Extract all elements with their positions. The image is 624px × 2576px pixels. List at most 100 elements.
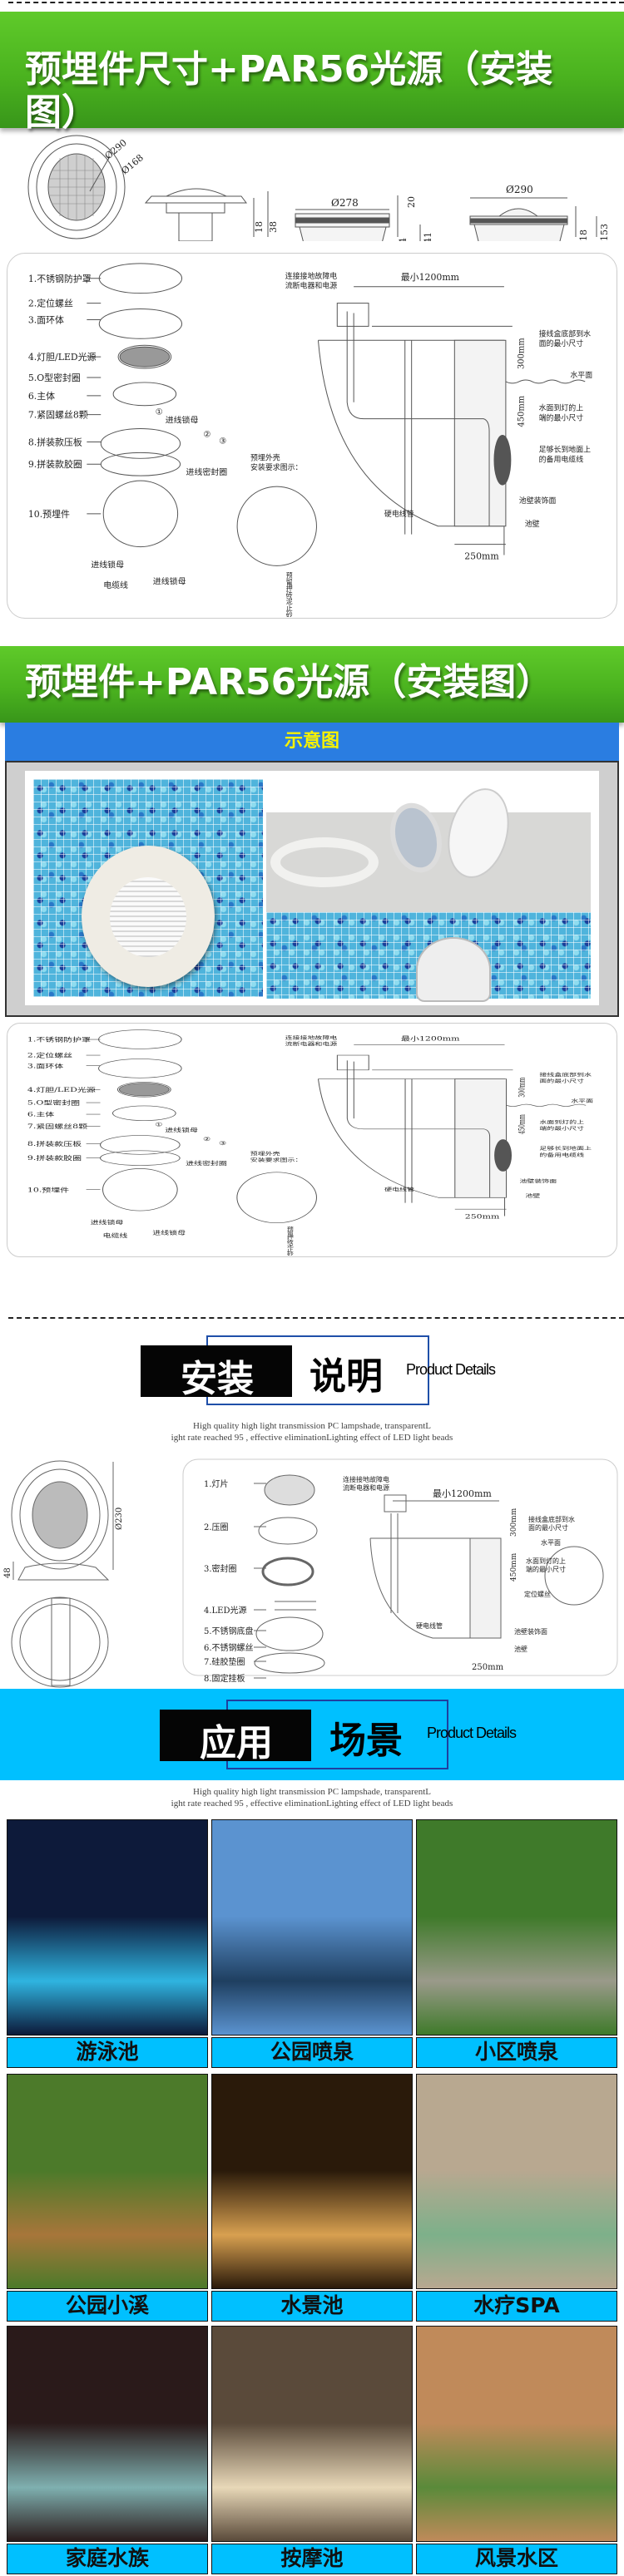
dim-label: 最小1200mm: [433, 1488, 492, 1499]
note: 连接接地故障电: [285, 271, 338, 281]
note: 流断电器和电源: [285, 281, 338, 291]
header-title: 预埋件尺寸+PAR56光源（安装图）: [25, 48, 553, 134]
note: 的备用电缆线: [539, 1152, 584, 1158]
niche-ring-icon: [270, 837, 379, 887]
note: 连接接地故障电: [343, 1475, 389, 1483]
scene-photo: [211, 2074, 413, 2289]
dimension-drawings: Ø290 Ø168 18 38 Ø278 20 14 141 Ø290 18 1…: [27, 135, 610, 241]
part-label: 8.固定挂板: [204, 1673, 245, 1684]
note: 流断电器和电源: [285, 1041, 338, 1048]
lock-nut-label: 进线锁母: [166, 415, 199, 426]
note: 池壁装饰面: [519, 1177, 557, 1184]
scene-label: 游泳池: [7, 2037, 208, 2068]
part-label: 6.主体: [28, 390, 55, 402]
dim-label: 38: [268, 221, 279, 233]
housing-icon: [416, 937, 491, 1002]
installation-drawing: 1.不锈钢防护罩2.定位螺丝3.面环体4.灯胆/LED光源5.O型密封圈6.主体…: [27, 1029, 594, 1269]
note: 预留押砖泥止砂位止位: [285, 570, 293, 617]
desc-line: ight rate reached 95 , effective elimina…: [171, 1799, 453, 1809]
dimension-label: 250mm: [464, 550, 499, 561]
dim-label: 141: [423, 232, 433, 241]
part-label: 9.拼装款胶圈: [28, 458, 82, 470]
part-label: 4.LED光源: [204, 1605, 247, 1616]
seal-label: 进线密封圈: [186, 1160, 227, 1167]
exploded-view: [86, 1029, 587, 1224]
dim-label: Ø168: [120, 152, 146, 176]
note: 池壁装饰面: [519, 496, 557, 506]
product-drawings: Ø230 48 1.灯片2.压圈3.密封圈4.LED光源5.不锈钢底盘6.不锈钢…: [3, 1458, 618, 1688]
part-label: 3.面环体: [28, 313, 64, 325]
title-sub: Product Details: [427, 1725, 517, 1741]
note: 足够长到地面上: [539, 444, 592, 454]
number-marker: ①: [156, 408, 163, 417]
dimension-label: 最小1200mm: [401, 1035, 460, 1042]
pool-light-icon: [82, 846, 215, 987]
dim-label: 300mm: [510, 1508, 518, 1537]
dim-label: Ø290: [506, 184, 533, 195]
dim-label: 18: [254, 221, 265, 233]
desc-line: High quality high light transmission PC …: [193, 1421, 431, 1431]
note: 池壁: [514, 1645, 527, 1653]
divider: [8, 2, 624, 3]
lock-nut-label: 进线锁母: [91, 559, 124, 570]
part-label: 2.定位螺丝: [28, 298, 73, 309]
part-label: 10.预埋件: [27, 1186, 69, 1193]
part-label: 1.不锈钢防护罩: [27, 1036, 91, 1044]
title-block: 安装: [141, 1345, 292, 1400]
lock-nut-label: 进线锁母: [165, 1127, 198, 1133]
part-label: 6.不锈钢螺丝: [204, 1642, 254, 1653]
exploded-view: [87, 263, 586, 566]
scene-label: 小区喷泉: [416, 2037, 617, 2068]
cable-label: 电缆线: [103, 580, 128, 590]
part-label: 5.O型密封圈: [27, 1099, 80, 1107]
scene-photo: [416, 1819, 617, 2036]
dim-label: 14: [398, 238, 409, 241]
part-label: 3.密封圈: [204, 1563, 237, 1574]
part-label: 3.面环体: [27, 1062, 63, 1069]
description: High quality high light transmission PC …: [0, 1420, 624, 1443]
lock-nut-label: 进线锁母: [152, 1230, 186, 1236]
dimension-label: 450mm: [518, 395, 527, 427]
section-header-installation: 预埋件+PAR56光源（安装图）: [0, 646, 624, 723]
note: 定位螺丝: [524, 1590, 551, 1598]
title-word: 场景: [329, 1720, 403, 1762]
note: 水面到灯的上: [539, 1118, 584, 1125]
scene-label: 公园喷泉: [211, 2037, 413, 2068]
part-label: 8.拼装款压板: [27, 1140, 82, 1147]
part-label: 6.主体: [27, 1111, 54, 1118]
cable-label: 电缆线: [103, 1232, 129, 1239]
title-word: 说明: [310, 1355, 383, 1398]
dimension-label: 450mm: [517, 1114, 527, 1134]
number-marker: ②: [203, 1136, 210, 1142]
dim-label: 250mm: [472, 1663, 504, 1672]
note: 接线盒底部到水: [528, 1515, 575, 1523]
part-label: 1.不锈钢防护罩: [28, 273, 92, 284]
scene-photo: [7, 1819, 208, 2036]
note: 硬电线管: [384, 509, 414, 519]
desc-line: High quality high light transmission PC …: [193, 1787, 431, 1797]
part-label: 7.紧固螺丝8颗: [27, 1123, 87, 1130]
part-label: 7.硅胶垫圈: [204, 1656, 245, 1667]
note: 安装要求图示：: [250, 1157, 303, 1163]
note: 预埋外壳: [250, 452, 280, 462]
note: 水平面: [571, 1098, 593, 1104]
photo-panel: [25, 771, 599, 1005]
part-label: 7.紧固螺丝8颗: [28, 410, 88, 421]
note: 端的最小尺寸: [539, 413, 584, 423]
note: 的备用电缆线: [539, 454, 584, 464]
number-marker: ①: [155, 1122, 162, 1128]
number-marker: ③: [219, 437, 226, 446]
schematic-photo-frame: [5, 761, 619, 1017]
dimension-label: 300mm: [517, 1078, 527, 1098]
scene-label: 风景水区: [416, 2544, 617, 2574]
dim-label: Ø278: [331, 197, 359, 209]
mosaic-wall-photo: [33, 779, 263, 997]
schematic-bar: 示意图: [5, 723, 619, 761]
dim-label: 20: [406, 196, 417, 208]
part-label: 4.灯胆/LED光源: [27, 1086, 96, 1093]
scene-label: 水疗SPA: [416, 2291, 617, 2322]
dim-label: Ø290: [103, 137, 129, 161]
part-label: 10.预埋件: [28, 509, 70, 520]
